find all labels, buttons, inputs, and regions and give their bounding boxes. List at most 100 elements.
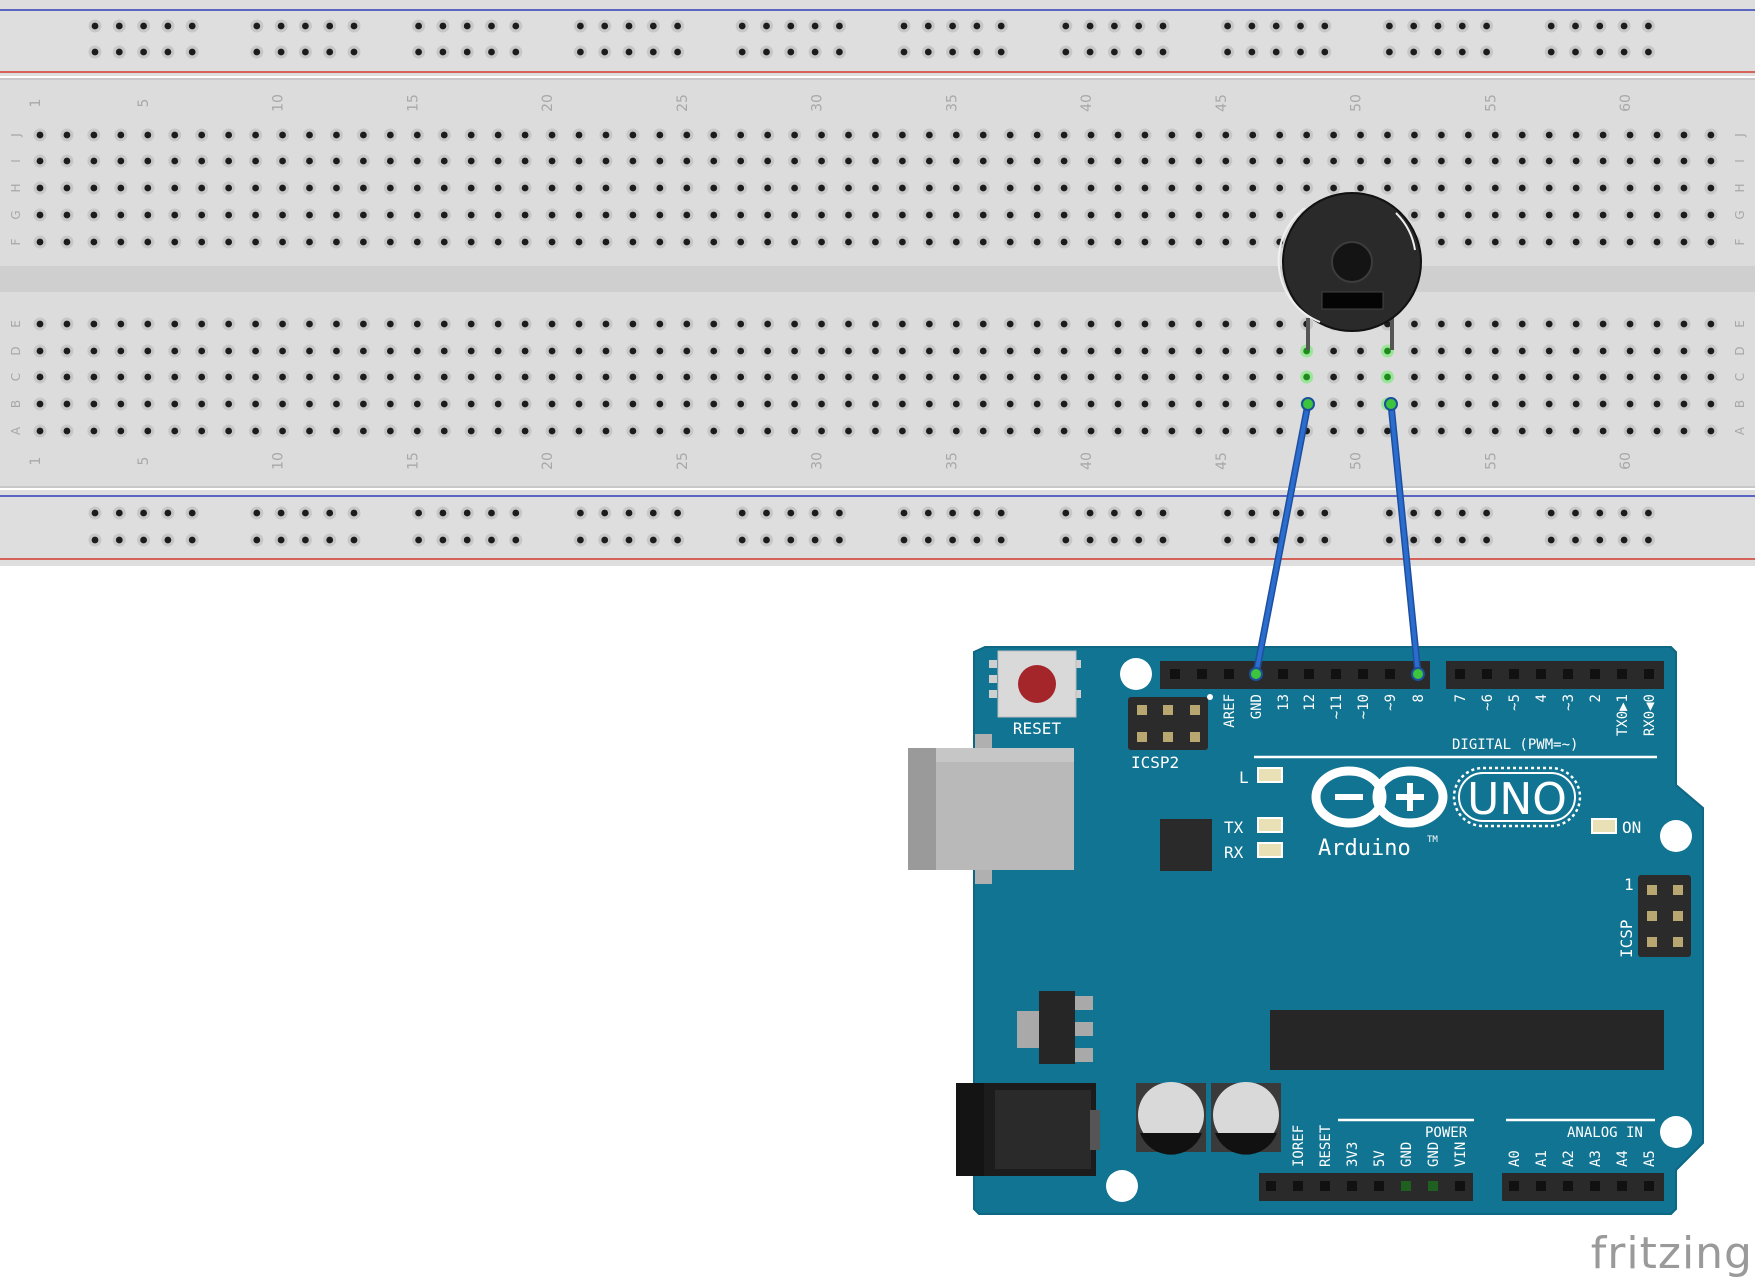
power-header[interactable] <box>1259 1173 1473 1201</box>
breadboard-hole-center <box>1272 48 1280 56</box>
row-letter: G <box>1733 210 1747 219</box>
breadboard-hole-center <box>1357 184 1364 192</box>
header-socket[interactable] <box>1320 1181 1330 1191</box>
digital-label: DIGITAL (PWM=~) <box>1452 737 1578 753</box>
breadboard-hole-center <box>1620 536 1628 544</box>
breadboard-hole-center <box>764 347 772 355</box>
header-socket[interactable] <box>1590 669 1600 679</box>
breadboard-hole-center <box>1483 536 1490 544</box>
breadboard-hole-center <box>277 22 285 30</box>
breadboard-hole-center <box>521 373 529 381</box>
breadboard-hole-center <box>1483 48 1490 56</box>
breadboard-hole-center <box>164 509 172 517</box>
jumper-wire[interactable] <box>1387 400 1422 678</box>
header-socket[interactable] <box>1385 669 1395 679</box>
breadboard-hole-center <box>188 48 196 56</box>
digital-pin-label: ~6 <box>1480 694 1496 711</box>
header-socket[interactable] <box>1428 1181 1438 1191</box>
header-socket[interactable] <box>1563 1181 1573 1191</box>
header-socket[interactable] <box>1563 669 1573 679</box>
breadboard-hole-center <box>36 157 44 165</box>
header-socket[interactable] <box>1170 669 1180 679</box>
breadboard-hole-center <box>144 400 152 408</box>
breadboard-hole-center <box>710 373 718 381</box>
breadboard-hole-center <box>279 238 286 246</box>
breadboard-hole-center <box>252 131 259 139</box>
breadboard-hole-center <box>818 157 825 165</box>
breadboard-hole-center <box>1483 22 1490 30</box>
header-socket[interactable] <box>1509 1181 1519 1191</box>
fritzing-watermark: fritzing <box>1590 1228 1753 1279</box>
breadboard-hole-center <box>737 320 745 328</box>
breadboard-hole-center <box>952 347 960 355</box>
breadboard-hole-center <box>1572 536 1579 544</box>
header-socket[interactable] <box>1293 1181 1303 1191</box>
breadboard-hole-center <box>1645 22 1652 30</box>
row-letter: H <box>1733 183 1747 192</box>
header-socket[interactable] <box>1331 669 1341 679</box>
breadboard-hole-center <box>63 184 71 192</box>
header-socket[interactable] <box>1455 1181 1465 1191</box>
breadboard-hole-center <box>1195 211 1203 219</box>
header-socket[interactable] <box>1536 1181 1546 1191</box>
header-socket[interactable] <box>1644 669 1654 679</box>
breadboard-hole-center <box>439 536 447 544</box>
header-socket[interactable] <box>1482 669 1492 679</box>
breadboard-hole-center <box>1195 427 1203 435</box>
header-pin <box>1673 911 1683 921</box>
header-socket[interactable] <box>1401 1181 1411 1191</box>
reset-button[interactable] <box>989 650 1081 718</box>
header-socket[interactable] <box>1266 1181 1276 1191</box>
digital-header-right[interactable] <box>1446 661 1664 689</box>
digital-pin-label: ~3 <box>1561 694 1577 711</box>
breadboard-hole-center <box>924 22 932 30</box>
header-socket[interactable] <box>1358 669 1368 679</box>
breadboard-hole-center <box>602 211 610 219</box>
piezo-buzzer[interactable] <box>1277 192 1422 350</box>
breadboard-hole-center <box>1168 157 1176 165</box>
breadboard-hole-center <box>1680 373 1688 381</box>
breadboard-hole-center <box>1006 373 1014 381</box>
header-socket[interactable] <box>1590 1181 1600 1191</box>
header-socket[interactable] <box>1304 669 1314 679</box>
breadboard-hole-center <box>1572 131 1580 139</box>
column-number: 45 <box>1214 452 1230 470</box>
breadboard-hole-center <box>845 238 852 246</box>
breadboard-hole-center <box>1159 22 1167 30</box>
dc-power-jack[interactable] <box>956 1083 1100 1176</box>
breadboard-hole-center <box>512 22 520 30</box>
usb-connector[interactable] <box>908 734 1074 884</box>
analog-header[interactable] <box>1502 1173 1664 1201</box>
jumper-wire[interactable] <box>1252 400 1312 678</box>
header-socket[interactable] <box>1617 669 1627 679</box>
breadboard-hole-center <box>463 509 471 517</box>
header-socket[interactable] <box>1644 1181 1654 1191</box>
breadboard-hole-center <box>467 427 475 435</box>
breadboard-hole-center <box>1321 22 1329 30</box>
header-socket[interactable] <box>1536 669 1546 679</box>
breadboard-hole-center <box>36 131 44 139</box>
breadboard-hole-center <box>1321 48 1329 56</box>
breadboard-hole-center <box>350 22 358 30</box>
breadboard-hole-center <box>1087 320 1095 328</box>
header-socket[interactable] <box>1347 1181 1357 1191</box>
breadboard-hole-center <box>925 400 933 408</box>
header-socket[interactable] <box>1278 669 1288 679</box>
header-socket[interactable] <box>1197 669 1207 679</box>
header-socket[interactable] <box>1509 669 1519 679</box>
breadboard-hole-center <box>1195 131 1203 139</box>
breadboard-hole-center <box>1330 184 1337 192</box>
breadboard-hole-center <box>791 238 798 246</box>
header-socket[interactable] <box>1224 669 1234 679</box>
breadboard-hole-center <box>117 320 125 328</box>
header-socket[interactable] <box>1455 669 1465 679</box>
header-socket[interactable] <box>1617 1181 1627 1191</box>
digital-pin-label: 8 <box>1411 694 1427 702</box>
breadboard-hole-center <box>710 238 718 246</box>
breadboard-hole-center <box>1491 373 1499 381</box>
breadboard-hole-center <box>1438 211 1445 219</box>
row-letter: E <box>9 320 23 328</box>
header-socket[interactable] <box>1374 1181 1384 1191</box>
icsp2-header <box>1128 694 1213 750</box>
